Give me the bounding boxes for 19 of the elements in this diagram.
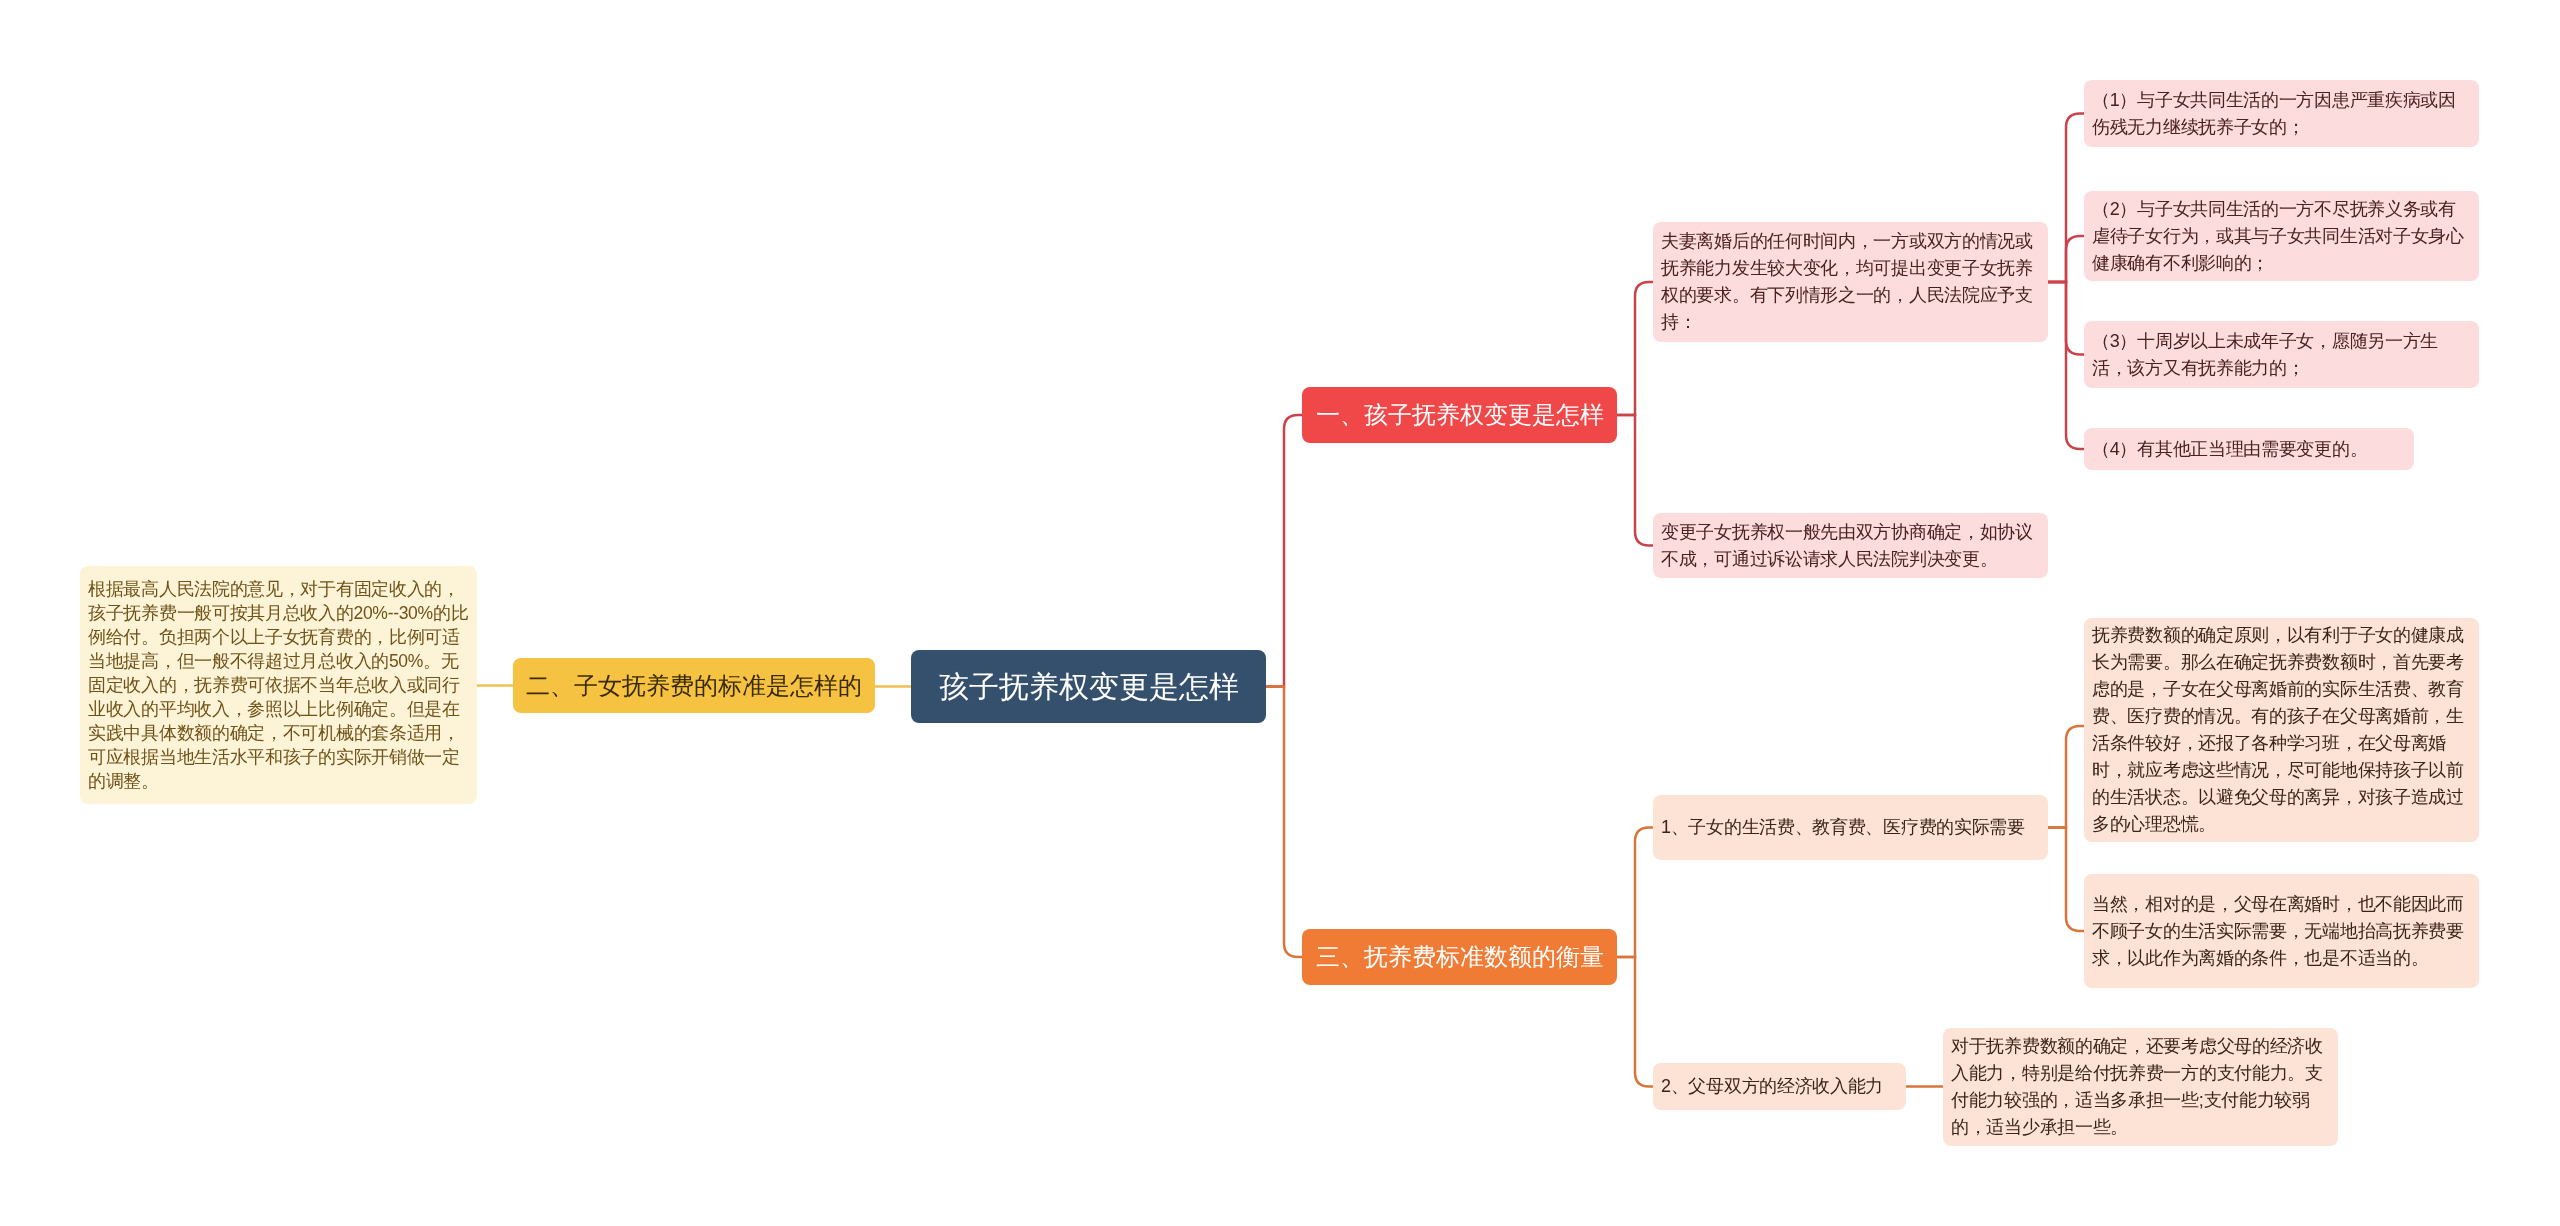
topic-box: 2、父母双方的经济收入能力 (1653, 1063, 1906, 1110)
topic-box: 夫妻离婚后的任何时间内，一方或双方的情况或抚养能力发生较大变化，均可提出变更子女抚养权的要求。有下列情形之一的，人民法院应予支持： (1653, 222, 2048, 342)
topic-box: （1）与子女共同生活的一方因患严重疾病或因伤残无力继续抚养子女的； (2084, 80, 2479, 147)
note-box: 根据最高人民法院的意见，对于有固定收入的，孩子抚养费一般可按其月总收入的20%--30%的比例给付。负担两个以上子女抚育费的，比例可适当地提高，但一般不得超过月总收入的50%。无固定收入的，抚养费可依据不当年总收入或同行业收入的平均收入，参照以上比例确定。但是在实践中具体数额的确定，不可机械的套条适用，可应根据当地生活水平和孩子的实际开销做一定的调整。 (80, 566, 477, 804)
topic-box: （3）十周岁以上未成年子女，愿随另一方生活，该方又有抚养能力的； (2084, 321, 2479, 388)
connector-line (477, 684, 513, 687)
topic-box: 当然，相对的是，父母在离婚时，也不能因此而不顾子女的生活实际需要，无端地抬高抚养费要求，以此作为离婚的条件，也是不适当的。 (2084, 874, 2479, 988)
branch-topic-box: 一、孩子抚养权变更是怎样 (1302, 387, 1617, 443)
root-topic-box: 孩子抚养权变更是怎样 (911, 650, 1266, 723)
connector-line (1906, 1085, 1943, 1088)
topic-box: 变更子女抚养权一般先由双方协商确定，如协议不成，可通过诉讼请求人民法院判决变更。 (1653, 513, 2048, 578)
branch-topic-box: 二、子女抚养费的标准是怎样的 (513, 658, 875, 713)
branch-topic-box: 三、抚养费标准数额的衡量 (1302, 929, 1617, 985)
topic-box: 1、子女的生活费、教育费、医疗费的实际需要 (1653, 795, 2048, 860)
topic-box: 抚养费数额的确定原则，以有利于子女的健康成长为需要。那么在确定抚养费数额时，首先要考虑的是，子女在父母离婚前的实际生活费、教育费、医疗费的情况。有的孩子在父母离婚前，生活条件较好，还报了各种学习班，在父母离婚时，就应考虑这些情况，尽可能地保持孩子以前的生活状态。以避免父母的离异，对孩子造成过多的心理恐慌。 (2084, 618, 2479, 842)
topic-box: 对于抚养费数额的确定，还要考虑父母的经济收入能力，特别是给付抚养费一方的支付能力。支付能力较强的，适当多承担一些;支付能力较弱的，适当少承担一些。 (1943, 1028, 2338, 1146)
topic-box: （2）与子女共同生活的一方不尽抚养义务或有虐待子女行为，或其与子女共同生活对子女身心健康确有不利影响的； (2084, 191, 2479, 281)
topic-box: （4）有其他正当理由需要变更的。 (2084, 428, 2414, 470)
connector-line (875, 685, 911, 688)
